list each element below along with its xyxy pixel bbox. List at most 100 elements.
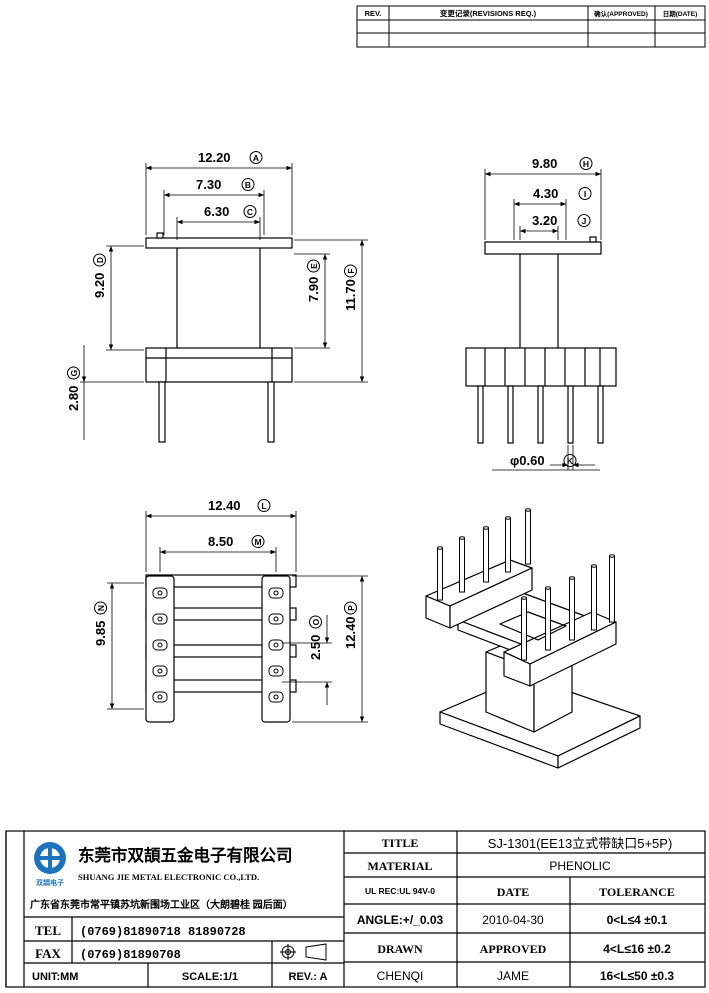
- dimension-f-value: 11.70: [343, 279, 358, 311]
- dimension-n-marker-icon: [94, 601, 107, 615]
- rev-label: REV.: A: [289, 971, 328, 983]
- logo-text: 双頡电子: [36, 878, 64, 887]
- side-dimension-lines: [484, 169, 602, 471]
- pin-slot: [152, 665, 168, 677]
- dimension-i-value: 4.30: [533, 186, 558, 201]
- dimension-n: 9.85N: [93, 601, 108, 646]
- dimension-o-value: 2.50: [308, 635, 323, 660]
- iso-pin: [437, 547, 443, 601]
- iso-pin-top: [545, 586, 551, 590]
- iso-pin: [525, 509, 531, 565]
- drawn-value: CHENQI: [377, 969, 424, 983]
- dimension-h-letter: H: [583, 159, 589, 169]
- dimension-l-value: 12.40: [208, 498, 241, 513]
- pin-hole: [157, 694, 163, 700]
- fax-value: (0769)81890708: [80, 948, 181, 962]
- dimension-n-letter: N: [96, 605, 106, 611]
- date-label: DATE: [497, 885, 529, 899]
- dimension-m-value: 8.50: [208, 534, 233, 549]
- ul-label: UL REC:UL 94V-0: [365, 886, 435, 896]
- unit-label: UNIT:MM: [32, 971, 78, 983]
- company-name-cn: 东莞市双頡五金电子有限公司: [78, 845, 293, 865]
- iso-pin: [483, 527, 489, 583]
- dimension-j-marker-icon: [577, 214, 591, 227]
- projection-symbol-icon: [280, 943, 327, 961]
- dimension-a-letter: A: [253, 153, 259, 163]
- dimension-e-value: 7.90: [306, 277, 321, 302]
- title-label: TITLE: [382, 836, 419, 850]
- company-logo: 双頡电子: [34, 842, 66, 887]
- pin-slot: [268, 613, 284, 625]
- dimension-h-value: 9.80: [532, 156, 557, 171]
- dimension-a-value: 12.20: [198, 150, 231, 165]
- dimension-p: 12.40 P: [343, 601, 358, 649]
- dimension-a: 12.20 A: [198, 150, 263, 165]
- pin-hole: [273, 642, 279, 648]
- iso-pin-top: [609, 554, 615, 558]
- dimension-d: 9.20D: [92, 253, 107, 298]
- isometric-view: [425, 559, 641, 769]
- iso-pin: [591, 565, 597, 631]
- pin-slot: [268, 691, 284, 703]
- tolerance-row-3: 16<L≤50 ±0.3: [600, 969, 675, 983]
- dimension-h-marker-icon: [579, 157, 593, 170]
- iso-pin-top: [437, 546, 443, 550]
- pin-slot: [268, 665, 284, 677]
- title-value: SJ-1301(EE13立式带缺口5+5P): [488, 836, 673, 851]
- pin-hole: [157, 616, 163, 622]
- pin-hole: [273, 616, 279, 622]
- dimension-l-marker-icon: [257, 499, 271, 512]
- tolerance-row-2: 4<L≤16 ±0.2: [603, 942, 671, 956]
- tolerance-row-1: 0<L≤4 ±0.1: [607, 913, 668, 927]
- pin-slot: [152, 587, 168, 599]
- dimension-p-value: 12.40: [343, 616, 358, 649]
- iso-pin: [569, 577, 575, 641]
- side-view: [465, 236, 617, 444]
- pin-slot: [152, 613, 168, 625]
- approved-value: JAME: [497, 969, 529, 983]
- dimension-c-letter: C: [247, 207, 253, 217]
- dimension-o-marker-icon: [309, 615, 322, 629]
- iso-pin: [505, 517, 511, 573]
- iso-pin: [459, 537, 465, 593]
- iso-pin-top: [525, 508, 531, 512]
- dimension-m-marker-icon: [251, 535, 265, 548]
- drawn-label: DRAWN: [377, 942, 423, 956]
- pin-slot: [152, 691, 168, 703]
- dimension-d-value: 9.20: [92, 273, 107, 298]
- iso-pin-top: [459, 536, 465, 540]
- tel-value: (0769)81890718 81890728: [80, 925, 246, 939]
- dimension-o: 2.50O: [308, 615, 323, 660]
- pin-hole: [273, 590, 279, 596]
- title-block-frame: [5, 830, 706, 988]
- dimension-m: 8.50 M: [208, 534, 265, 549]
- revision-block: [356, 5, 706, 48]
- dimension-e-letter: E: [309, 263, 319, 269]
- dimension-g-value: 2.80: [66, 386, 81, 411]
- pin-hole: [273, 694, 279, 700]
- dimension-k-letter: K: [567, 456, 574, 466]
- tolerance-label: TOLERANCE: [599, 885, 675, 899]
- date-header: 日期(DATE): [663, 9, 698, 18]
- iso-pin-top: [591, 564, 597, 568]
- rev-header: REV.: [365, 9, 382, 18]
- dimension-p-letter: P: [346, 605, 356, 611]
- dimension-j-value: 3.20: [532, 213, 557, 228]
- company-address: 广东省东莞市常平镇苏坑新围场工业区（大朗碧桂 园后面）: [30, 898, 293, 911]
- dimension-m-letter: M: [254, 537, 261, 547]
- angle-label: ANGLE:+/_0.03: [357, 913, 444, 927]
- iso-pin-top: [569, 576, 575, 580]
- dimension-e: 7.90 E: [306, 259, 321, 302]
- dimension-c-value: 6.30: [204, 204, 229, 219]
- material-value: PHENOLIC: [549, 859, 611, 873]
- tel-label: TEL: [35, 923, 61, 938]
- dimension-a-marker-icon: [249, 151, 263, 164]
- iso-pin-top: [505, 516, 511, 520]
- iso-pin-top: [521, 596, 527, 600]
